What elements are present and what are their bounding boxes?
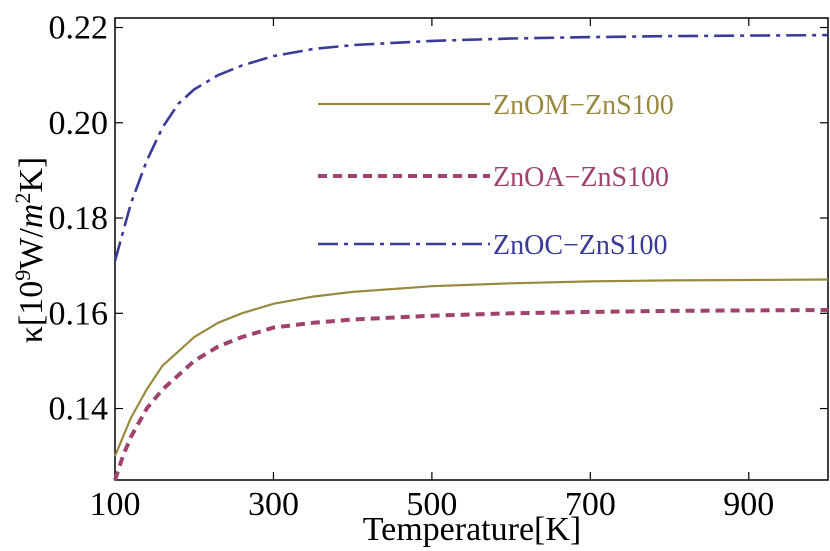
x-tick-label: 900 [723,486,774,523]
x-ticks: 100 300 500 700 900 [90,18,774,523]
legend-label-2: ZnOA−ZnS100 [493,162,669,193]
x-axis-label: Temperature[K] [363,511,582,548]
series-line-3 [113,33,829,262]
y-label-suffix: K] [13,157,50,193]
y-ticks: 0.14 0.16 0.18 0.20 0.22 [49,10,828,428]
y-label-middle: W/ [13,228,50,270]
plot-frame [114,17,829,481]
y-tick-label: 0.14 [49,391,109,428]
y-label-sup1: 9 [10,270,35,281]
y-tick-label: 0.20 [49,105,109,142]
x-tick-label: 100 [90,486,141,523]
x-tick-label: 500 [406,486,457,523]
x-tick-label: 300 [248,486,299,523]
legend-label-3: ZnOC−ZnS100 [493,230,667,261]
series-line-2 [113,308,829,481]
series-layer [113,33,829,481]
series-line-1 [113,278,829,457]
legend-label-1: ZnOM−ZnS100 [493,90,674,121]
y-axis-label: κ[109W/m2K] [10,157,50,343]
y-label-m: m [13,204,50,229]
y-tick-label: 0.18 [49,200,109,237]
y-label-sup2: 2 [10,193,35,204]
y-tick-label: 0.16 [49,295,109,332]
y-tick-label: 0.22 [49,10,109,47]
y-label-prefix: κ[10 [13,281,50,343]
x-tick-label: 700 [565,486,616,523]
